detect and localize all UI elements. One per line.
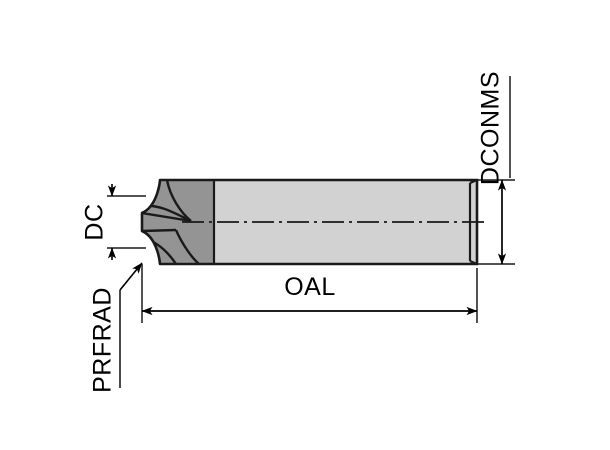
prfrad-leader-arrow xyxy=(119,262,143,291)
flute-line-lower-relief xyxy=(174,229,200,264)
dconms-label: DCONMS xyxy=(477,71,505,185)
flute-line-axis-upper xyxy=(142,211,192,223)
cutting-head-fill xyxy=(142,180,214,264)
dc-label: DC xyxy=(81,203,109,240)
dimension-prfrad: PRFRAD xyxy=(89,262,143,393)
oal-label: OAL xyxy=(284,273,336,301)
tool-body xyxy=(140,178,488,266)
cutting-head-outline xyxy=(140,178,214,266)
dimension-dc: DC xyxy=(81,184,146,260)
dimension-dconms: DCONMS xyxy=(473,71,515,265)
flute-line-axis-lower xyxy=(142,228,177,233)
prfrad-label: PRFRAD xyxy=(89,287,117,393)
dimension-oal: OAL xyxy=(141,264,478,323)
flute-line-upper-relief xyxy=(165,180,192,222)
